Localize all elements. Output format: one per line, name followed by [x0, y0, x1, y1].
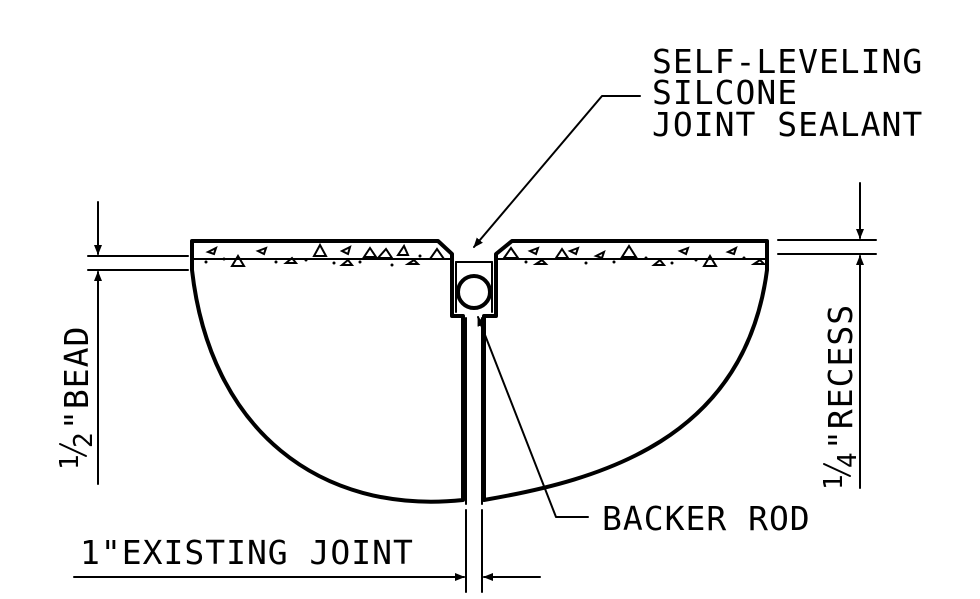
backer-rod-leader — [477, 316, 589, 518]
bead-dimension — [87, 201, 189, 485]
backer-rod-label: BACKER ROD — [602, 499, 811, 538]
sealant-label-line2: SILCONE — [652, 73, 798, 112]
joint-dimension — [73, 509, 541, 593]
bead-fraction-denominator: 2 — [69, 432, 99, 448]
joint-gap — [455, 261, 493, 505]
bead-label: 1 2 "BEAD — [55, 326, 99, 470]
recess-fraction-denominator: 4 — [833, 452, 863, 468]
sealant-label-line1: SELF-LEVELING — [652, 42, 923, 81]
left-slab — [190, 239, 465, 504]
recess-text: "RECESS — [821, 304, 860, 450]
existing-joint-label: 1"EXISTING JOINT — [80, 533, 414, 572]
bead-fraction-numerator: 1 — [55, 454, 85, 470]
sealant-leader — [473, 95, 641, 248]
sealant-label-line3: JOINT SEALANT — [652, 105, 923, 144]
recess-fraction-numerator: 1 — [819, 474, 849, 490]
recess-dimension — [777, 182, 877, 489]
aggregate-dots — [204, 254, 746, 267]
sealant-label: SELF-LEVELING SILCONE JOINT SEALANT — [652, 42, 923, 144]
backer-rod-circle — [456, 274, 492, 310]
aggregate-marks — [205, 242, 767, 267]
recess-label: 1 4 "RECESS — [819, 304, 863, 490]
right-slab — [482, 239, 769, 502]
bead-text: "BEAD — [57, 326, 96, 430]
